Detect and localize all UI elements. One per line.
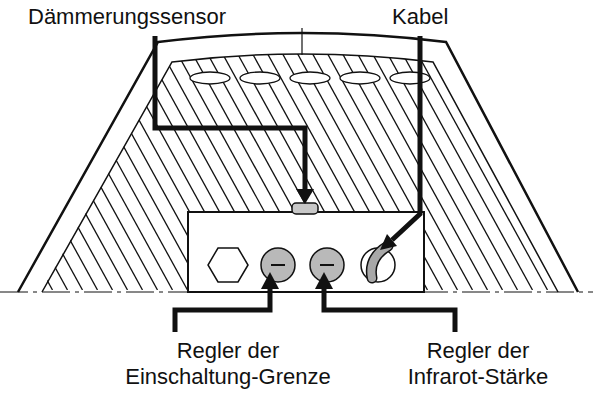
cable-outline [371,246,388,278]
arrowhead [380,234,397,250]
control-recess [188,212,424,292]
part-label: Dämmerungssensor [28,4,226,30]
leader-line [175,288,270,332]
grille-slat [65,40,203,290]
grille-slat [110,40,248,290]
grille-slat [0,40,8,290]
infrared-knob [310,248,344,282]
grille-slat [0,40,38,290]
grille-slat [500,40,593,290]
cable [371,246,388,278]
grille-vent [190,72,230,84]
grille-slat [260,40,398,290]
grille-slat [35,40,173,290]
grille-vent [340,72,380,84]
grille-slat [485,40,593,290]
grille-slat [5,40,143,290]
grille-slat [0,40,128,290]
housing-outline [18,33,578,292]
leader-line [392,36,420,240]
hex-bolt [208,248,248,282]
grille-slat [0,40,53,290]
grille-slat [545,40,593,290]
grille-slat [0,40,113,290]
grille-slat [455,40,593,290]
grille-vent [390,72,430,84]
housing-seam [301,28,302,55]
grille-vent [240,72,280,84]
grille-slat [410,40,548,290]
arrowhead [315,272,333,289]
grille-slat [515,40,593,290]
housing-inner-outline [42,54,558,292]
grille-slat [50,40,188,290]
leader-lines [155,36,455,332]
grille-slat [0,40,98,290]
dusk-sensor [292,203,318,214]
leader-line [324,288,455,332]
grille-slat [470,40,593,290]
control-label: Regler der Infrarot-Stärke [398,338,558,390]
grille-slat [0,40,83,290]
grille-slat [0,40,23,290]
arrowheads [261,189,397,289]
knob-slot [320,264,334,266]
grille-slat [365,40,503,290]
grille-slat [440,40,578,290]
center-line [0,292,593,293]
grille-slat [0,40,68,290]
grille-slat [575,40,593,290]
grille-slat [590,40,593,290]
arrowhead [296,189,314,204]
grille-slat [425,40,563,290]
grille-vent [290,72,330,84]
threshold-knob [261,248,295,282]
grille-slat [530,40,593,290]
grille-slat [560,40,593,290]
part-label: Kabel [392,4,448,30]
knob-slot [271,264,285,266]
leader-line [155,36,305,192]
control-label: Regler der Einschaltung-Grenze [119,338,337,390]
grille-slat [20,40,158,290]
arrowhead [261,272,279,289]
